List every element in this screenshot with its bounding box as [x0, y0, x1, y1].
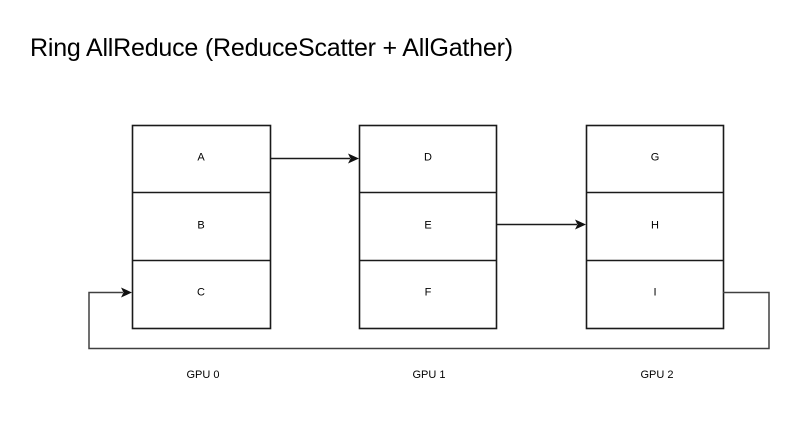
- chunk-label-g: G: [650, 151, 660, 164]
- transfer-arrow-a-to-d-head: [348, 153, 359, 164]
- chunk-label-e: E: [424, 219, 432, 232]
- transfer-arrow-i-to-c-path: [88, 291, 770, 350]
- gpu-box-0: [131, 124, 272, 330]
- gpu-box-1-outline: [358, 124, 498, 330]
- gpu-box-2-outline: [585, 124, 725, 330]
- transfer-arrow-i-to-c: [88, 287, 770, 350]
- chunk-label-d: D: [424, 151, 432, 164]
- gpu-box-2: [585, 124, 725, 330]
- chunk-label-i: I: [653, 286, 657, 299]
- transfer-arrow-e-to-h-head: [575, 219, 586, 230]
- chunk-label-f: F: [424, 286, 432, 299]
- chunk-label-c: C: [197, 286, 205, 299]
- gpu-caption-1: GPU 1: [412, 369, 446, 381]
- chunk-label-b: B: [197, 219, 205, 232]
- transfer-arrow-a-to-d: [271, 153, 359, 164]
- page-title: Ring AllReduce (ReduceScatter + AllGathe…: [30, 34, 513, 62]
- chunk-label-a: A: [197, 151, 205, 164]
- gpu-box-1: [358, 124, 498, 330]
- gpu-caption-2: GPU 2: [640, 369, 674, 381]
- gpu-caption-0: GPU 0: [186, 369, 220, 381]
- gpu-box-0-outline: [131, 124, 272, 330]
- transfer-arrow-e-to-h: [497, 219, 586, 230]
- chunk-label-h: H: [651, 219, 659, 232]
- transfer-arrow-i-to-c-head: [121, 287, 132, 298]
